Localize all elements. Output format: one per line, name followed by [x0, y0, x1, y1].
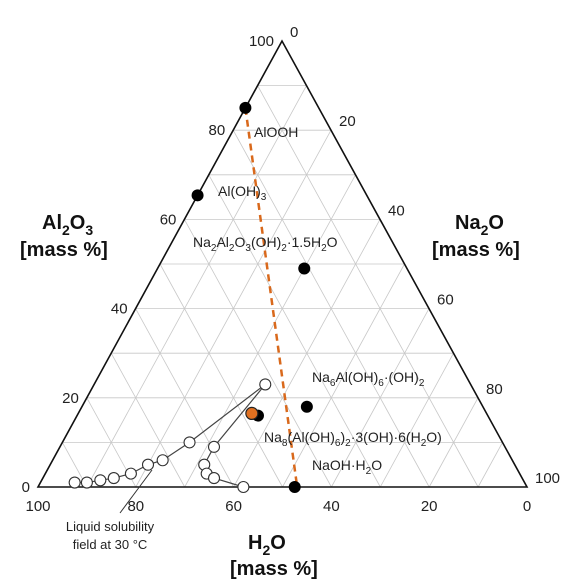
grid-line: [110, 353, 186, 488]
tick-label: 0: [290, 24, 298, 41]
highlight-point: [245, 406, 259, 421]
solubility-point: [68, 476, 81, 489]
tick-label: 60: [160, 211, 177, 228]
tick-label: 0: [523, 498, 531, 515]
tick-label: 20: [421, 498, 438, 515]
tick-label: 40: [111, 301, 128, 318]
label-alooh: AlOOH: [254, 124, 298, 140]
phase-point: [288, 481, 301, 493]
solubility-curve: [74, 383, 266, 488]
ternary-frame: [36, 39, 529, 488]
tick-label: 0: [22, 479, 30, 496]
dashed-tie-line: [244, 107, 299, 488]
grid-line: [184, 174, 356, 488]
grid-line: [428, 397, 479, 488]
tick-label: 20: [339, 113, 356, 130]
solubility-point: [183, 436, 196, 449]
phase-point: [239, 101, 252, 114]
tick-label: 100: [249, 33, 274, 50]
phase-point: [298, 262, 311, 275]
tick-label: 80: [209, 122, 226, 139]
solubility-point: [124, 467, 137, 480]
svg-text:[mass %]: [mass %]: [20, 239, 108, 261]
solubility-point: [207, 440, 221, 453]
al2o3-axis-title: Al2O3 [mass %]: [20, 212, 108, 261]
phase-point: [191, 189, 204, 202]
solubility-point: [207, 472, 221, 485]
grid-line: [379, 353, 454, 488]
al2o3-tick-labels: 0 20 40 60 80 100: [22, 33, 274, 496]
solubility-note-line2: field at 30 °C: [73, 537, 148, 552]
solubility-note-leader: [119, 469, 153, 514]
solubility-point: [259, 378, 272, 391]
phase-point: [300, 400, 313, 413]
solubility-point: [80, 476, 93, 489]
solubility-note-line1: Liquid solubility: [66, 519, 155, 534]
solubility-points: [68, 378, 272, 494]
tick-label: 60: [225, 498, 242, 515]
tick-label: 80: [127, 498, 144, 515]
svg-text:H2O: H2O: [248, 532, 286, 558]
h2o-axis-title: H2O [mass %]: [230, 532, 318, 580]
grid-line: [208, 174, 381, 488]
label-na6al: Na6Al(OH)6·(OH)2: [312, 369, 425, 389]
grid-line: [159, 263, 283, 488]
grid-line: [477, 442, 503, 488]
tick-label: 40: [323, 498, 340, 515]
na2o-tick-labels: 0 20 40 60 80 100: [290, 24, 560, 487]
tick-label: 60: [437, 292, 454, 309]
svg-text:[mass %]: [mass %]: [432, 239, 520, 261]
grid-line: [135, 308, 234, 488]
tick-label: 100: [535, 470, 560, 487]
h2o-tick-labels: 100 80 60 40 20 0: [25, 498, 531, 515]
svg-text:Na2O: Na2O: [455, 212, 504, 238]
tick-label: 40: [388, 202, 405, 219]
svg-text:Al2O3: Al2O3: [42, 212, 93, 238]
tick-label: 80: [486, 381, 503, 398]
solubility-point: [156, 454, 169, 467]
label-naoh: NaOH·H2O: [312, 457, 382, 477]
svg-text:[mass %]: [mass %]: [230, 558, 318, 580]
solubility-point: [107, 472, 120, 485]
solubility-point: [141, 458, 155, 471]
na2o-axis-title: Na2O [mass %]: [432, 212, 520, 261]
tick-label: 100: [25, 498, 50, 515]
tick-label: 20: [62, 390, 79, 407]
grid-line: [86, 85, 307, 488]
label-na8al: Na8(Al(OH)6)2·3(OH)·6(H2O): [264, 429, 442, 449]
grid-line: [331, 308, 430, 488]
grid-line: [257, 85, 479, 488]
solubility-point: [94, 474, 107, 487]
grid-line: [282, 263, 405, 488]
label-aloh3: Al(OH)3: [218, 183, 267, 203]
ternary-grid: [62, 85, 503, 488]
solubility-point: [237, 480, 250, 494]
